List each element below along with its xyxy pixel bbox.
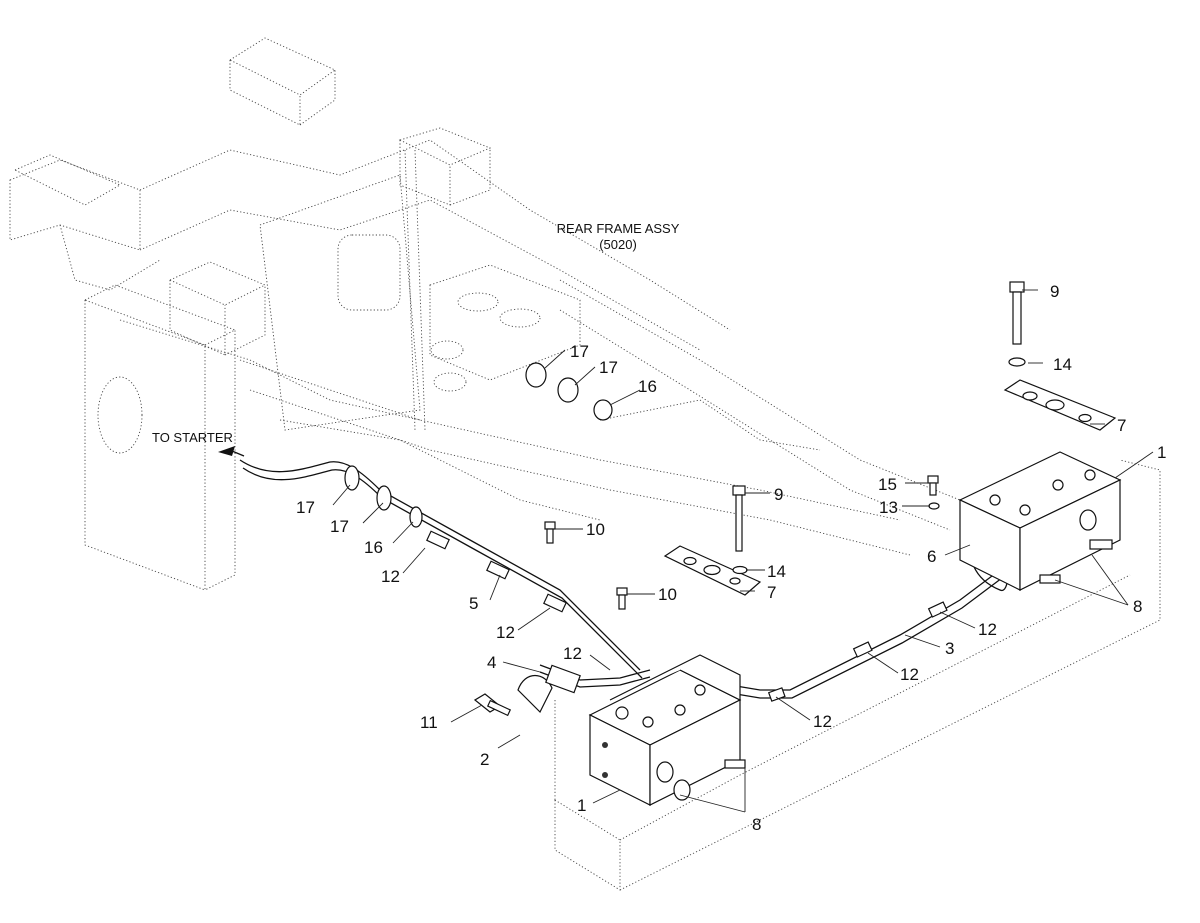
rear-frame-drawing (9, 37, 1161, 891)
callout-17-a: 17 (296, 498, 315, 517)
callout-1-right: 1 (1157, 443, 1166, 462)
part-callouts: 1 1 2 3 4 5 6 7 7 8 8 9 9 10 10 11 12 12… (296, 282, 1166, 834)
callout-16-left: 16 (364, 538, 383, 557)
callout-13: 13 (879, 498, 898, 517)
callout-8-bottom: 8 (752, 815, 761, 834)
callout-1-left: 1 (577, 796, 586, 815)
captions: REAR FRAME ASSY (5020) TO STARTER (152, 221, 680, 445)
callout-10-b: 10 (658, 585, 677, 604)
rear-frame-assy-title: REAR FRAME ASSY (557, 221, 680, 236)
callout-6: 6 (927, 547, 936, 566)
callout-8-right: 8 (1133, 597, 1142, 616)
callout-12-a: 12 (381, 567, 400, 586)
rear-frame-assy-code: (5020) (599, 237, 637, 252)
callout-7-mid: 7 (767, 583, 776, 602)
callout-5: 5 (469, 594, 478, 613)
callout-12-f: 12 (813, 712, 832, 731)
callout-17-c: 17 (570, 342, 589, 361)
callout-7-top: 7 (1117, 416, 1126, 435)
callout-11: 11 (420, 713, 438, 732)
callout-17-b: 17 (330, 517, 349, 536)
callout-9-top: 9 (1050, 282, 1059, 301)
leader-lines (332, 289, 1154, 813)
callout-12-d: 12 (978, 620, 997, 639)
callout-3: 3 (945, 639, 954, 658)
battery-right (958, 451, 1122, 591)
battery-left (588, 654, 746, 806)
callout-12-e: 12 (900, 665, 919, 684)
callout-14-mid: 14 (767, 562, 786, 581)
callout-12-c: 12 (563, 644, 582, 663)
callout-15: 15 (878, 475, 897, 494)
battery-hold-down-brackets (473, 281, 1117, 717)
callout-4: 4 (487, 653, 496, 672)
callout-12-b: 12 (496, 623, 515, 642)
to-starter-label: TO STARTER (152, 430, 233, 445)
callout-10-a: 10 (586, 520, 605, 539)
callout-9-mid: 9 (774, 485, 783, 504)
callout-14-top: 14 (1053, 355, 1072, 374)
callout-2: 2 (480, 750, 489, 769)
callout-16-top: 16 (638, 377, 657, 396)
callout-17-d: 17 (599, 358, 618, 377)
